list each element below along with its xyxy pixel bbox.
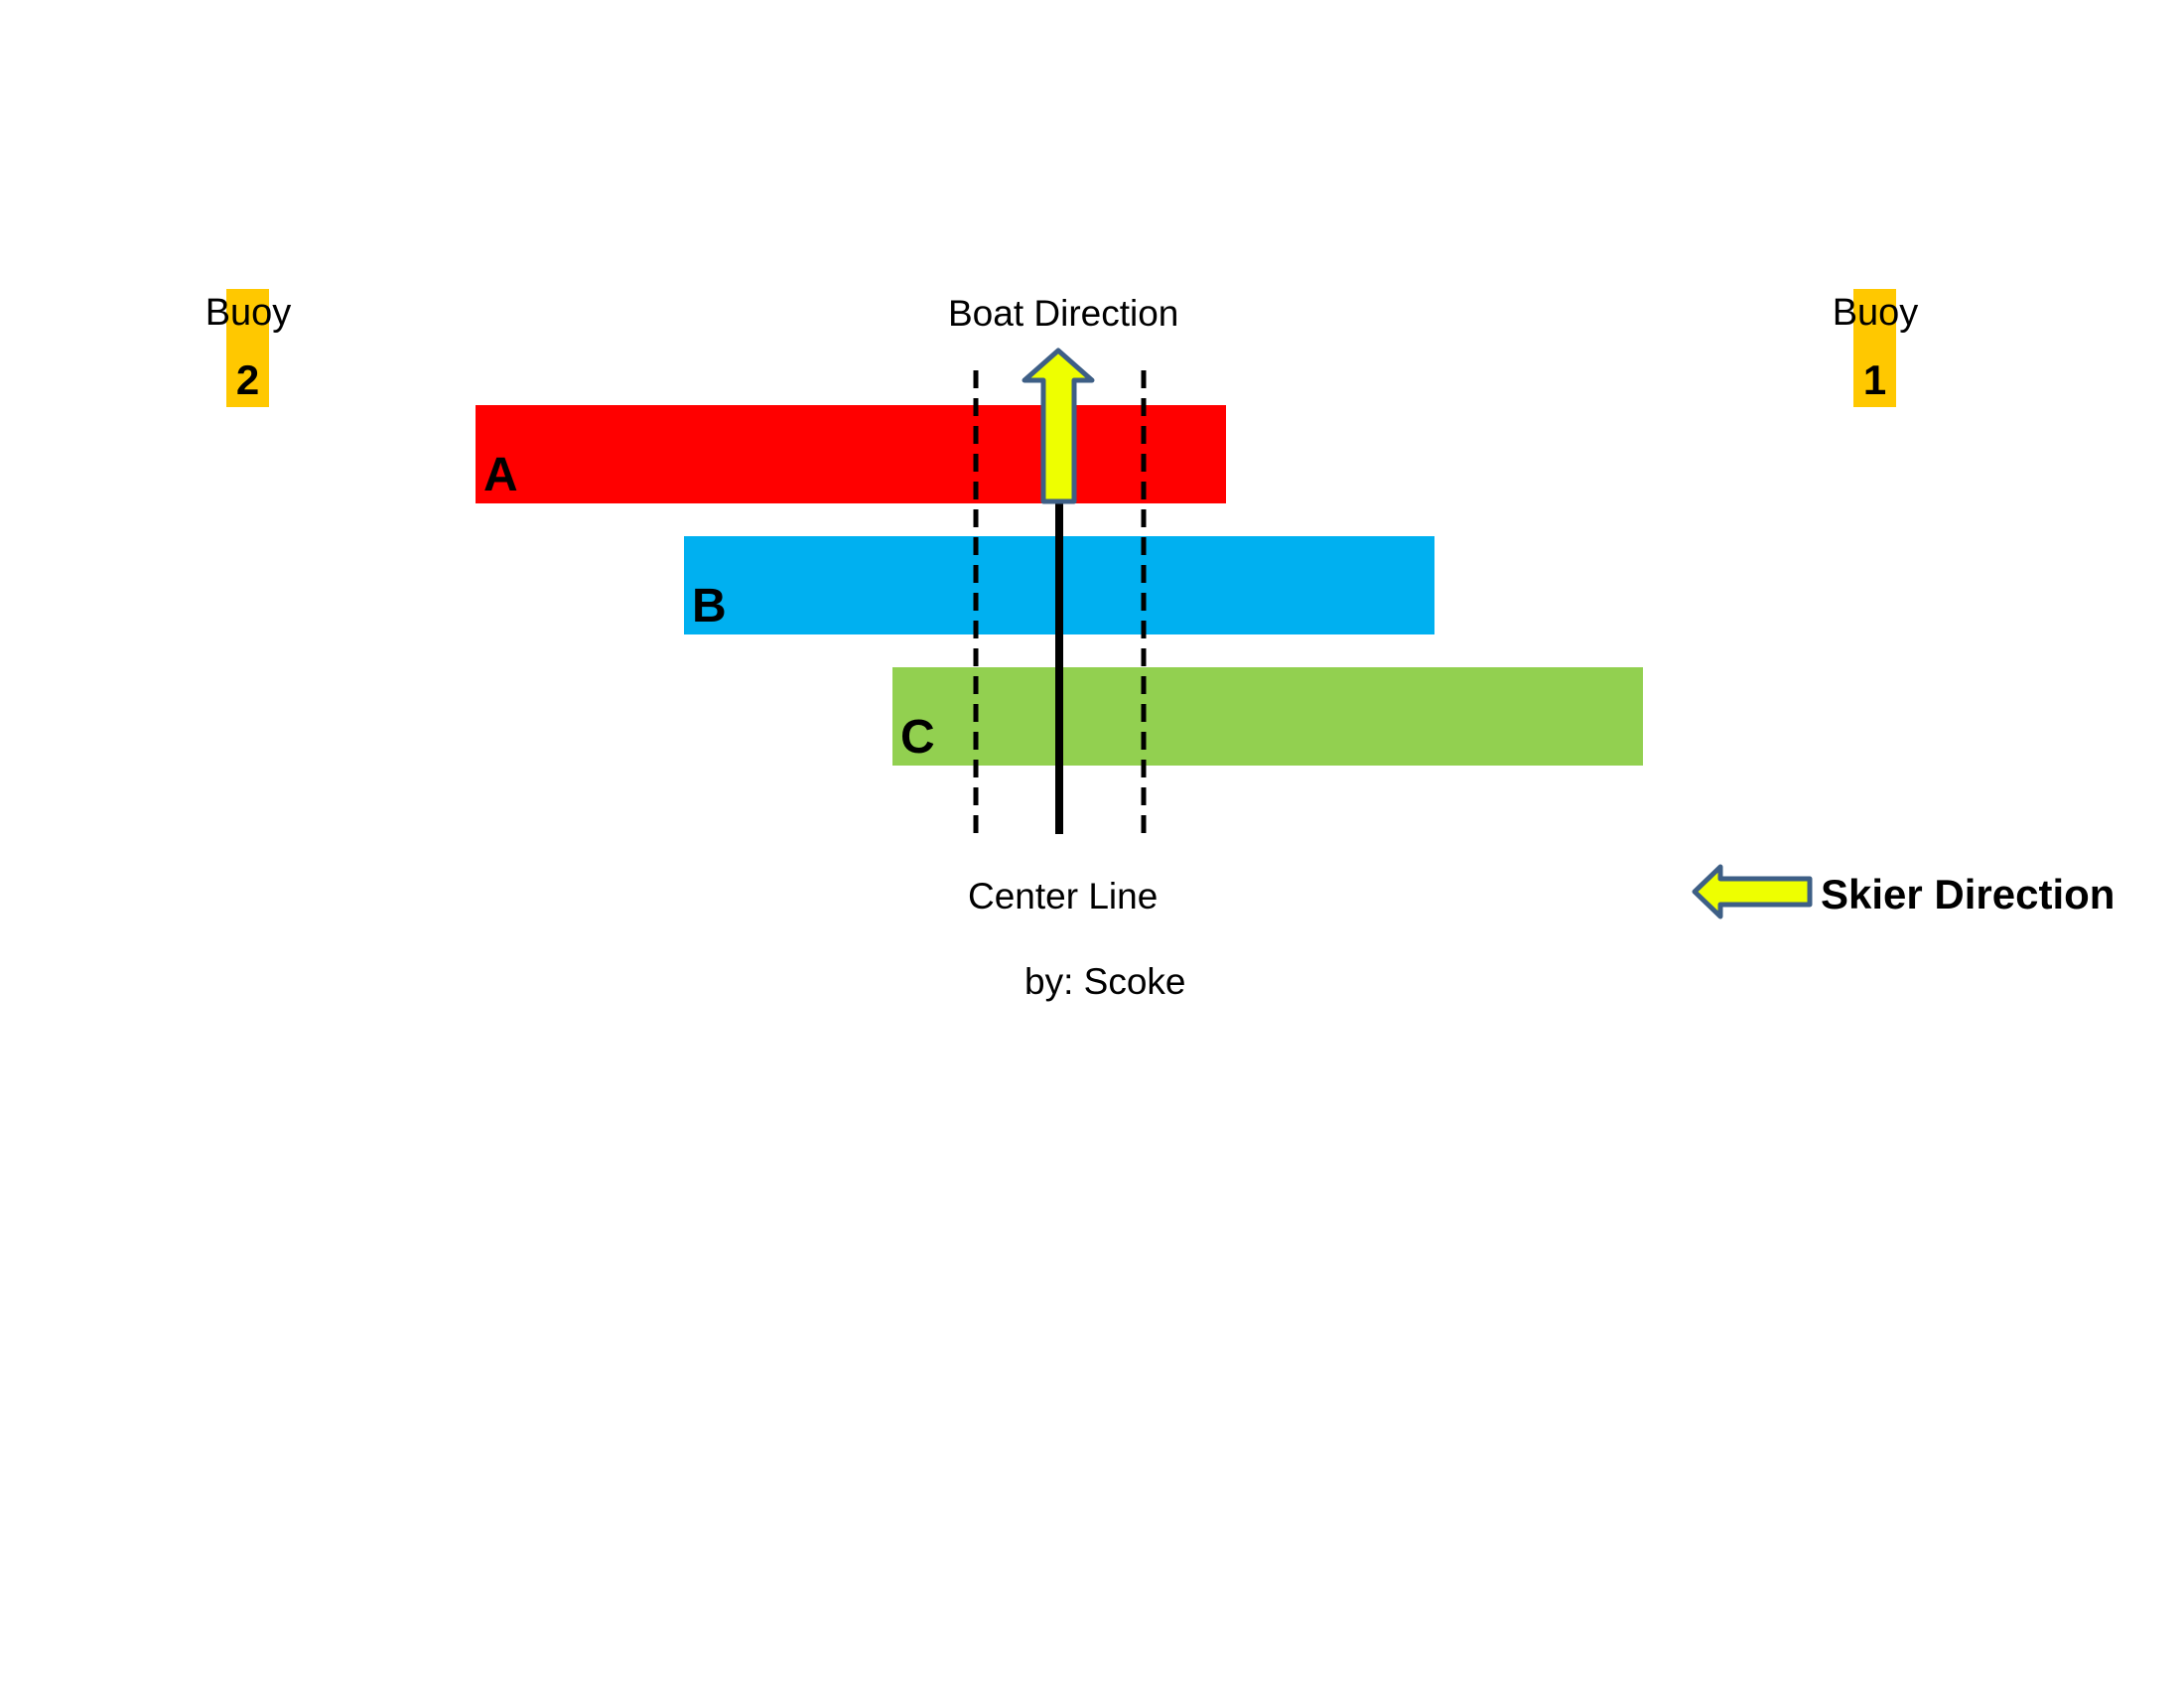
buoy-1-number: 1 [1862, 356, 1887, 403]
lane-c-label: C [900, 711, 935, 764]
buoy-1-label: Buoy [1832, 292, 1919, 334]
lane-c: C [892, 667, 1643, 766]
buoy-1-marker [1853, 289, 1896, 407]
lane-b-label: B [692, 580, 727, 633]
buoy-2-label: Buoy [205, 292, 292, 334]
center-line-label: Center Line [968, 876, 1159, 916]
buoy-2-marker [226, 289, 269, 407]
boat-direction-label: Boat Direction [948, 293, 1179, 334]
author-credit: by: Scoke [1024, 961, 1186, 1002]
skier-direction-arrow-icon [1692, 864, 1813, 919]
skier-direction-label: Skier Direction [1821, 871, 2116, 917]
lane-a: A [476, 405, 1226, 503]
buoy-2-number: 2 [235, 356, 260, 403]
lane-a-label: A [483, 449, 518, 501]
boat-direction-arrow-icon [1022, 348, 1095, 504]
